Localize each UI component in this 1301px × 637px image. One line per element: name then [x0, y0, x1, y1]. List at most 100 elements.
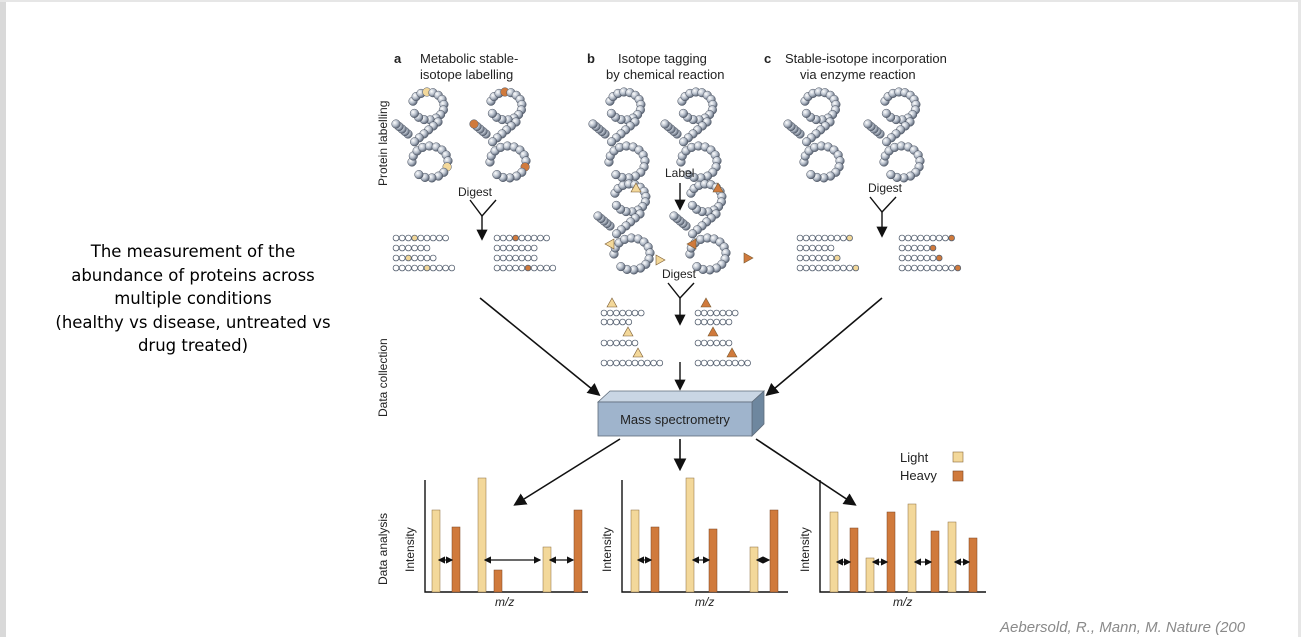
- peptide-bead: [506, 254, 513, 262]
- peptide-bead: [530, 244, 538, 252]
- peptide-bead: [506, 244, 513, 252]
- peptide-bead: [631, 339, 639, 347]
- peptide-bead: [911, 244, 918, 252]
- digest-connectors: [469, 183, 897, 391]
- arrow-ms-to-chart-c: [755, 438, 857, 506]
- peptide-bead: [530, 264, 538, 272]
- panel-a-title-line2: isotope labelling: [420, 67, 513, 82]
- peptide-bead: [493, 264, 501, 272]
- peptide-bead: [942, 234, 949, 242]
- peptide-bead: [911, 234, 918, 242]
- peptide-bead: [802, 244, 810, 252]
- peptide-bead: [600, 359, 608, 367]
- peptide-bead: [904, 244, 912, 252]
- peptide-bead: [613, 318, 620, 326]
- peptide-bead: [442, 264, 449, 272]
- protein-bead: [783, 119, 793, 129]
- protein-bead: [679, 137, 689, 147]
- arrow-c-to-ms: [765, 297, 883, 397]
- peptide-bead: [917, 244, 924, 252]
- peptide-bead: [543, 264, 550, 272]
- peptide-bead: [392, 254, 400, 262]
- peptide-bead: [499, 244, 507, 252]
- isotope-tag-triangle: [686, 238, 697, 250]
- peptide-bead: [917, 264, 924, 272]
- peptide-bead: [694, 339, 702, 347]
- spectrum-bar: [542, 546, 552, 593]
- peptide-bead: [707, 359, 714, 367]
- peptide-rows: [392, 182, 962, 367]
- peptide-bead: [929, 264, 937, 272]
- peptide-bead: [707, 318, 714, 326]
- peptide-bead: [619, 359, 626, 367]
- peptide-bead: [917, 254, 924, 262]
- protein-bead: [611, 200, 621, 210]
- digest-label-c: Digest: [868, 181, 903, 195]
- peptide-bead: [429, 254, 437, 262]
- peptide-bead: [512, 234, 519, 242]
- peptide-bead: [429, 234, 437, 242]
- protein-bead: [611, 170, 621, 180]
- peptide-bead: [518, 244, 526, 252]
- peptide-bead: [405, 254, 412, 262]
- protein-bead: [469, 119, 479, 129]
- chart-b-x-label: m/z: [695, 595, 714, 609]
- digest-label-b: Digest: [662, 267, 697, 281]
- peptide-bead: [613, 309, 620, 317]
- peptide-bead: [398, 244, 406, 252]
- peptide-bead: [796, 234, 804, 242]
- spectrum-bar: [708, 528, 718, 593]
- protein-bead: [593, 211, 603, 221]
- peptide-bead: [625, 359, 633, 367]
- peptide-bead: [537, 234, 544, 242]
- peptide-bead: [827, 244, 835, 252]
- spectrum-bar: [451, 526, 461, 593]
- chart-a-axes: [424, 480, 588, 593]
- isotope-tag-triangle: [604, 238, 615, 250]
- peptide-bead: [518, 264, 526, 272]
- peptide-bead: [833, 234, 841, 242]
- legend: Light Heavy: [900, 450, 964, 483]
- peptide-bead: [700, 359, 708, 367]
- peptide-bead: [619, 318, 626, 326]
- peptide-bead: [713, 309, 720, 317]
- peptide-bead: [923, 254, 931, 262]
- peptide-bead: [625, 318, 633, 326]
- peptide-bead: [398, 234, 406, 242]
- description-line: abundance of proteins across: [71, 265, 315, 285]
- peptide-bead: [417, 234, 425, 242]
- protein-bead: [802, 137, 812, 147]
- protein-bead: [588, 119, 598, 129]
- peptide-bead: [719, 318, 727, 326]
- spectrum-bar: [573, 509, 583, 593]
- peptide-bead: [904, 234, 912, 242]
- peptide-bead: [802, 234, 810, 242]
- protein-bead: [881, 108, 891, 118]
- protein-bead: [607, 137, 617, 147]
- peptide-bead: [719, 339, 727, 347]
- description-line: drug treated): [137, 336, 249, 355]
- peptide-bead: [637, 359, 645, 367]
- peptide-bead: [436, 234, 443, 242]
- peptide-bead: [631, 359, 639, 367]
- digest-y-a: [469, 199, 497, 218]
- protein-bead: [678, 108, 688, 118]
- peptide-bead: [935, 264, 943, 272]
- peptide-bead: [499, 264, 507, 272]
- protein-bead: [660, 119, 670, 129]
- peptide-bead: [606, 318, 614, 326]
- peptide-bead: [512, 244, 519, 252]
- citation: Aebersold, R., Mann, M. Nature (200: [1000, 619, 1246, 636]
- peptide-bead: [499, 254, 507, 262]
- peptide-bead: [840, 264, 847, 272]
- peptide-bead: [725, 309, 733, 317]
- peptide-bead: [417, 244, 425, 252]
- peptide-bead: [809, 264, 816, 272]
- description-line: (healthy vs disease, untreated vs: [55, 312, 331, 332]
- slide-left-border: [0, 0, 6, 637]
- peptide-bead: [802, 264, 810, 272]
- peptide-bead: [809, 244, 816, 252]
- peptide-bead: [935, 254, 943, 262]
- peptide-bead: [613, 359, 620, 367]
- peptide-bead: [923, 234, 931, 242]
